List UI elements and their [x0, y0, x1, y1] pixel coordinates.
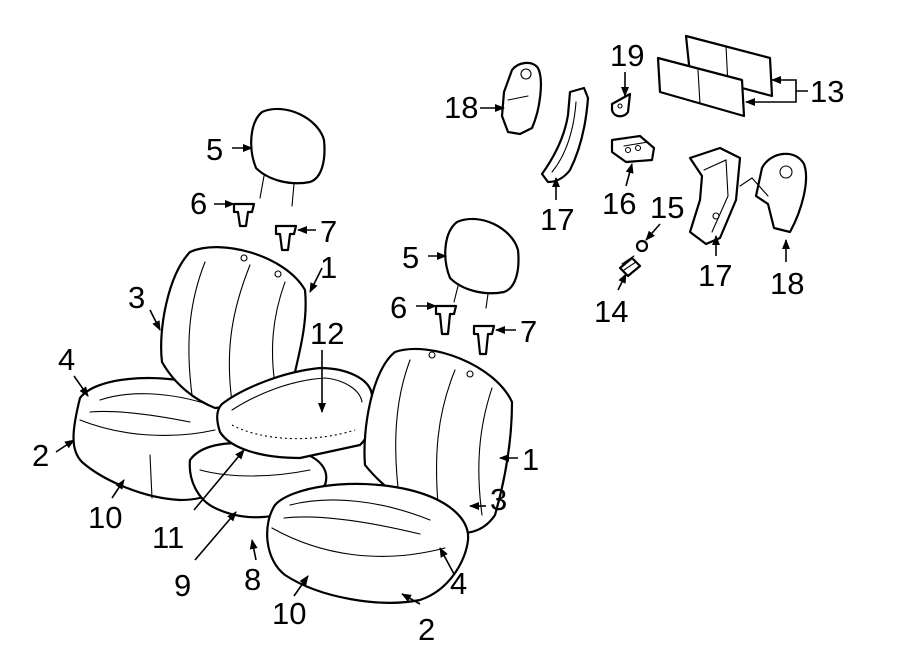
callout-13: 13: [810, 74, 844, 109]
callout-3: 3: [490, 482, 507, 517]
callout-17: 17: [540, 202, 574, 237]
right-seat-back: [363, 347, 514, 534]
callout-1: 1: [320, 250, 337, 285]
spring-14: [618, 255, 642, 278]
callout-18: 18: [444, 90, 478, 125]
callout-7: 7: [520, 314, 537, 349]
mounting-bracket-16: [610, 134, 656, 164]
callout-4: 4: [58, 342, 75, 377]
recliner-frame-17-right: [688, 146, 742, 246]
callout-10: 10: [272, 596, 306, 631]
callout-2: 2: [32, 438, 49, 473]
left-headrest-guide-6: [232, 202, 256, 228]
callout-10: 10: [88, 500, 122, 535]
trim-panel-17-left: [540, 86, 590, 184]
panel-13-front: [656, 56, 746, 118]
right-headrest: [444, 217, 520, 309]
callout-19: 19: [610, 38, 644, 73]
center-armrest-lid: [216, 366, 374, 460]
leader-lines: [55, 72, 808, 605]
callout-5: 5: [206, 132, 223, 167]
callout-12: 12: [310, 316, 344, 351]
callout-18: 18: [770, 266, 804, 301]
left-headrest-guide-7: [274, 224, 298, 252]
callout-7: 7: [320, 214, 337, 249]
left-seat-back: [160, 246, 307, 410]
callout-6: 6: [190, 186, 207, 221]
callout-16: 16: [602, 186, 636, 221]
callout-11: 11: [152, 520, 184, 555]
callout-6: 6: [390, 290, 407, 325]
callout-8: 8: [244, 562, 261, 597]
callout-9: 9: [174, 568, 191, 603]
callout-15: 15: [650, 190, 684, 225]
callout-labels: 1 1 2 2 3 3 4 4 5 5 6 6 7 7 8 9 10 10 11…: [32, 38, 844, 647]
callout-5: 5: [402, 240, 419, 275]
callout-4: 4: [450, 566, 467, 601]
callout-3: 3: [128, 280, 145, 315]
recliner-cover-18-upper: [500, 61, 542, 136]
hinge-cover-19: [610, 92, 632, 118]
callout-2: 2: [418, 612, 435, 647]
right-headrest-guide-6: [434, 304, 458, 336]
callout-17: 17: [698, 258, 732, 293]
right-headrest-guide-7: [472, 324, 496, 356]
callout-14: 14: [594, 294, 628, 329]
right-seat-cushion: [266, 482, 470, 604]
callout-1: 1: [522, 442, 539, 477]
nut-15: [635, 239, 649, 253]
recliner-cover-18-lower: [739, 152, 808, 234]
left-headrest: [250, 107, 326, 207]
